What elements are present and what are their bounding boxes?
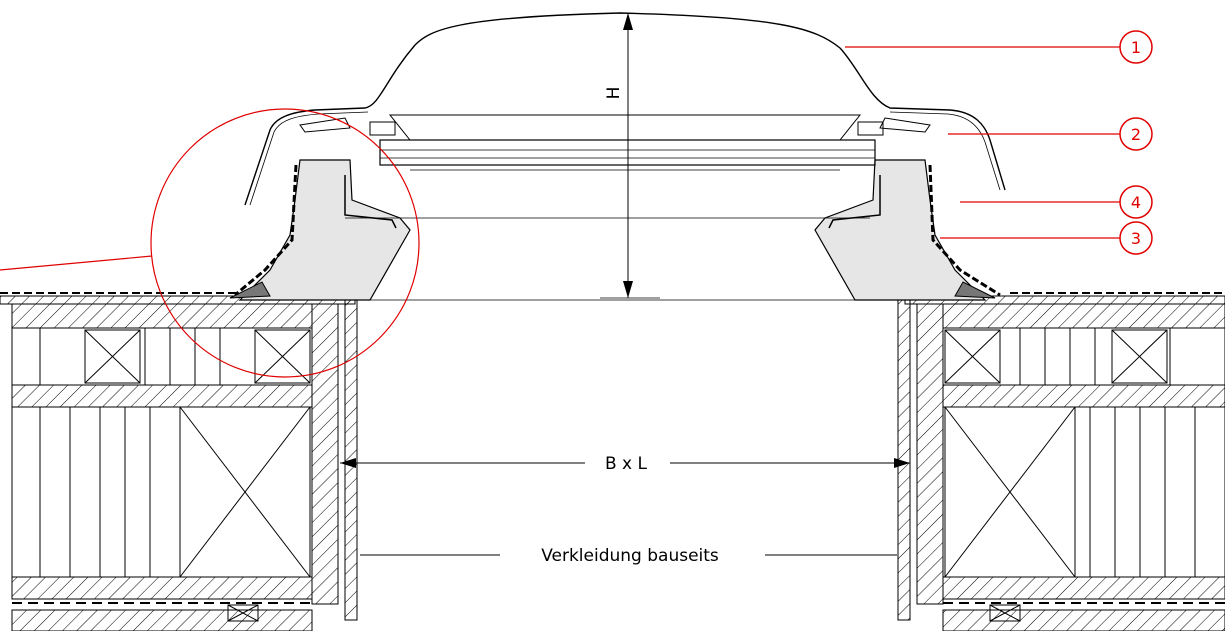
right-roof-structure bbox=[897, 289, 1225, 631]
dome-outline bbox=[244, 12, 1006, 206]
upstand-frame-left bbox=[229, 159, 411, 301]
width-dimension bbox=[340, 458, 910, 468]
callout-4: 4 bbox=[960, 185, 1153, 219]
left-roof-structure bbox=[11, 289, 358, 631]
height-label: H bbox=[604, 87, 624, 100]
callout-1: 1 bbox=[845, 30, 1153, 64]
callout-2-number: 2 bbox=[1131, 125, 1141, 144]
cladding-label: Verkleidung bauseits bbox=[541, 546, 719, 566]
roof-membrane bbox=[0, 292, 1225, 305]
height-dimension bbox=[570, 13, 690, 299]
callout-2: 2 bbox=[948, 117, 1153, 151]
callout-3-number: 3 bbox=[1131, 229, 1141, 248]
upstand-frame-right bbox=[814, 159, 1001, 301]
width-label: B x L bbox=[605, 454, 648, 474]
callout-4-number: 4 bbox=[1131, 193, 1141, 212]
callout-3: 3 bbox=[940, 221, 1153, 255]
inner-glazing bbox=[299, 114, 931, 301]
detail-leader-line bbox=[0, 255, 153, 271]
callout-1-number: 1 bbox=[1131, 38, 1141, 57]
detail-circle bbox=[150, 108, 420, 378]
